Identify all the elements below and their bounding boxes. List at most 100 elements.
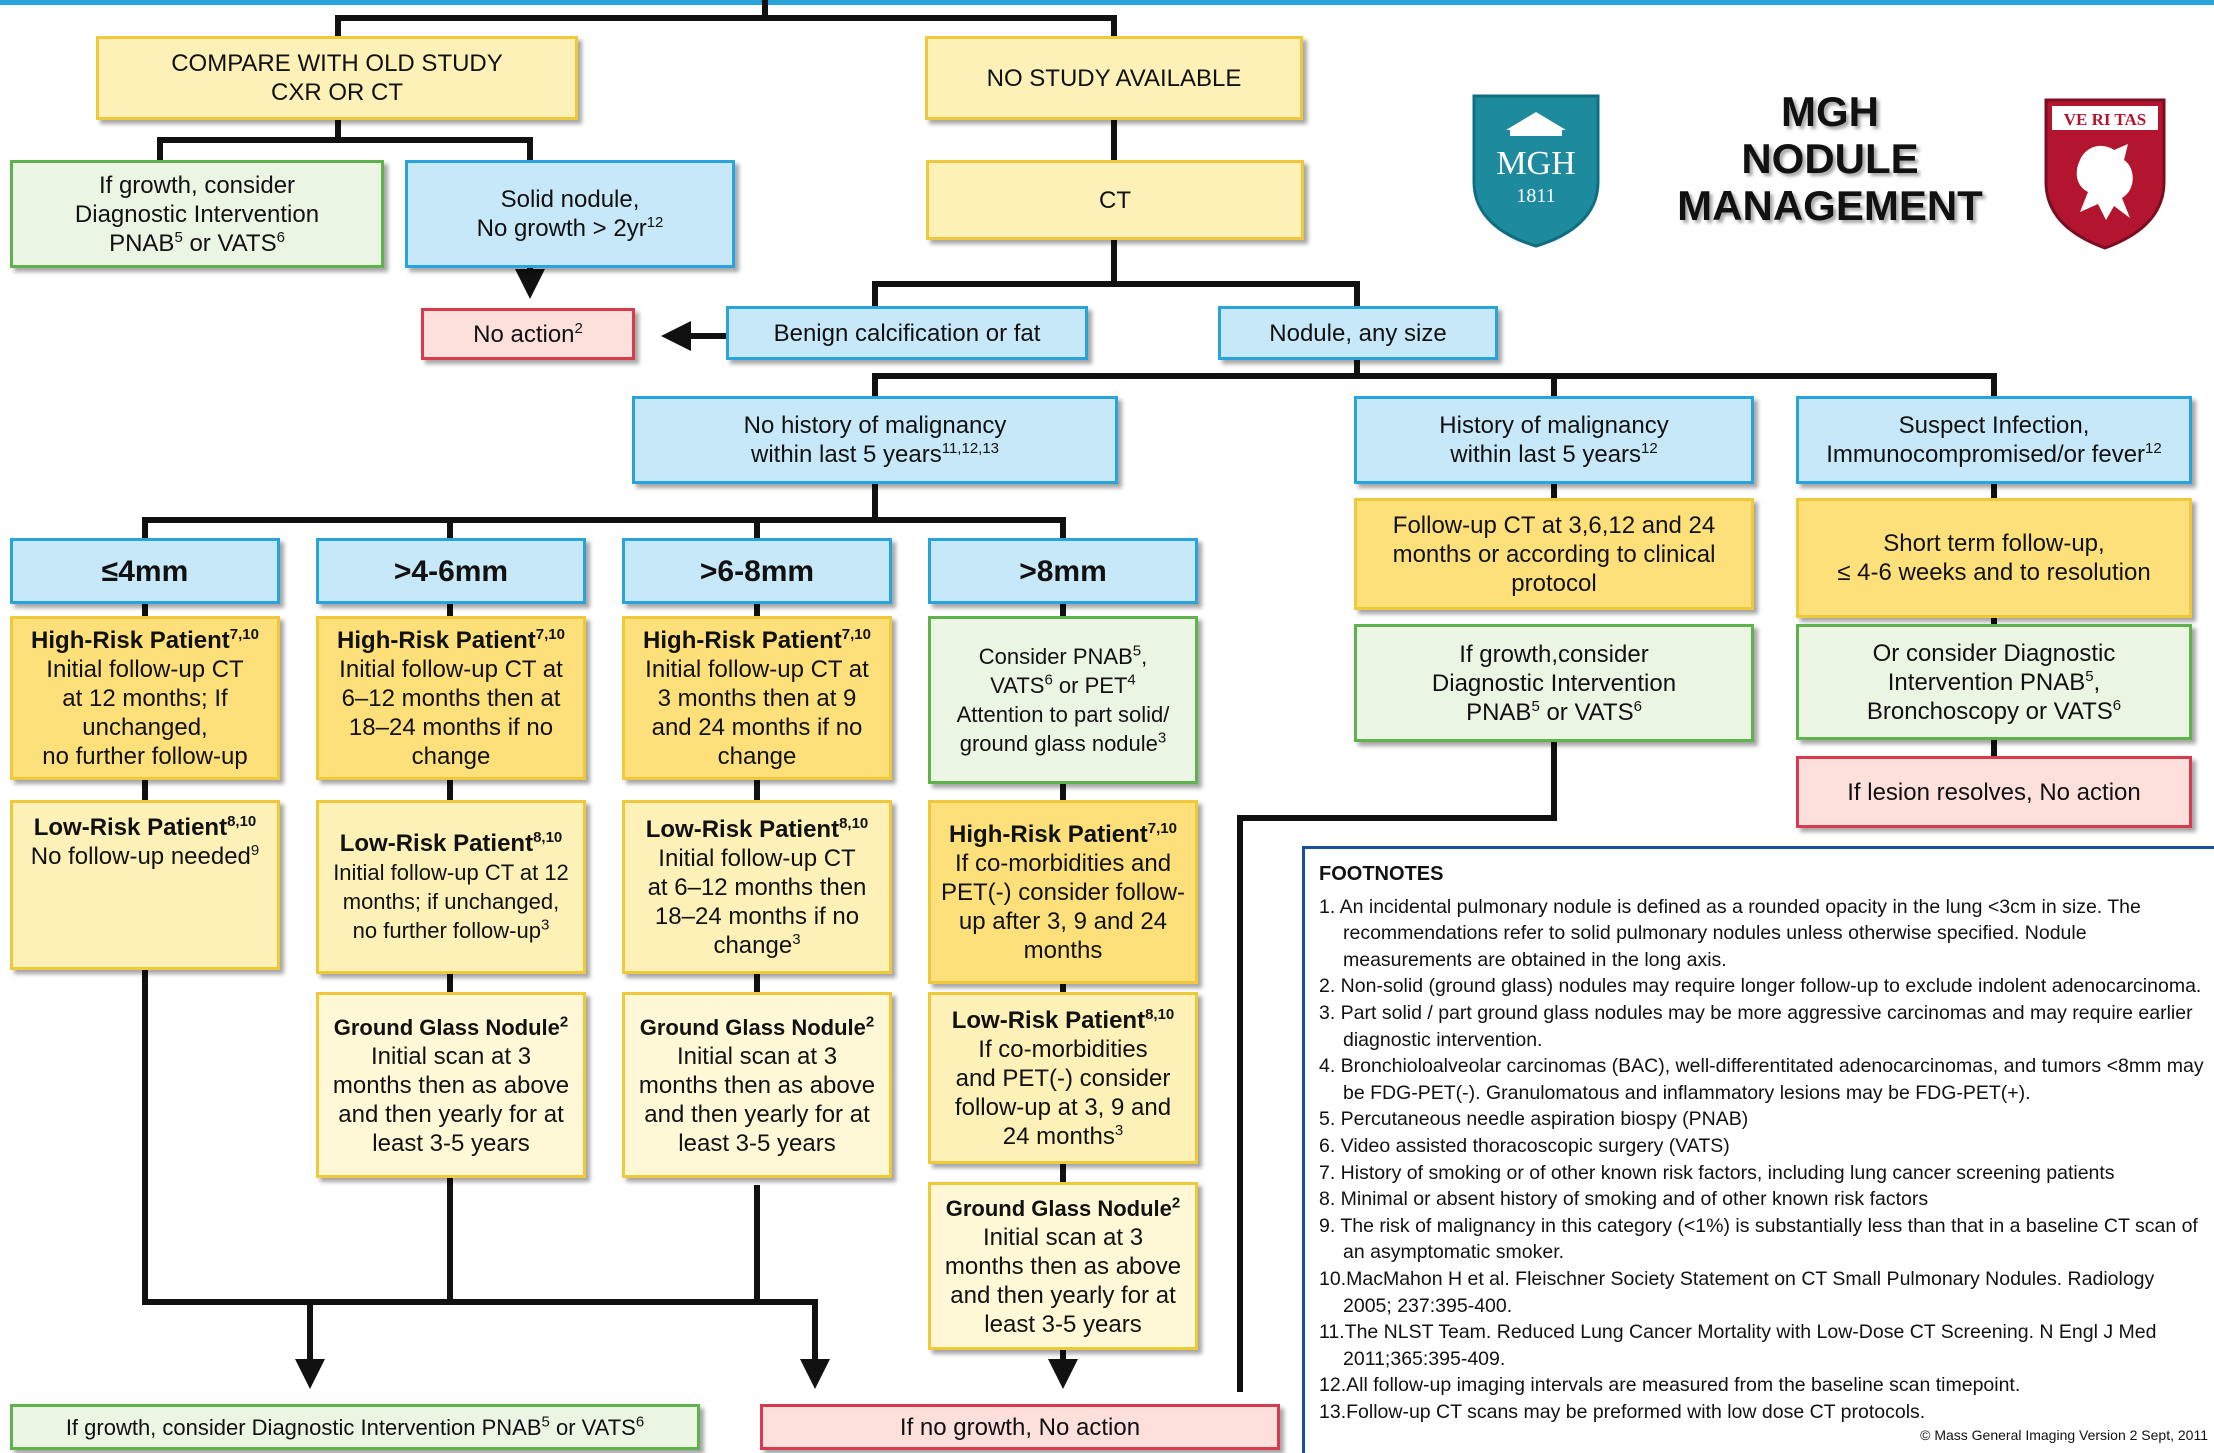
history-follow-line-1: Follow-up CT at 3,6,12 and 24 xyxy=(1392,511,1716,539)
s4-low-risk-box: Low-Risk Patient8,10 No follow-up needed… xyxy=(10,800,280,970)
infection-consider-line-1: Or consider Diagnostic xyxy=(1872,639,2116,667)
s6-high-title: High-Risk Patient7,10 xyxy=(337,626,565,655)
comma: , xyxy=(1141,644,1148,669)
s6-high-risk-box: High-Risk Patient7,10 Initial follow-up … xyxy=(316,616,586,780)
no-study-text: NO STUDY AVAILABLE xyxy=(986,64,1242,92)
footnote-item: 2. Non-solid (ground glass) nodules may … xyxy=(1319,975,2202,998)
s9-high-line: PET(-) consider follow- xyxy=(940,878,1186,906)
infection-consider-text-2: Bronchoscopy or VATS xyxy=(1866,697,2113,725)
s8-high-risk-box: High-Risk Patient7,10 Initial follow-up … xyxy=(622,616,892,780)
s9-high-line: If co-morbidities and xyxy=(954,849,1172,877)
no-history-line-2: within last 5 years11,12,13 xyxy=(751,440,999,469)
lesion-resolves-box: If lesion resolves, No action xyxy=(1796,756,2192,828)
size-header-text: ≤4mm xyxy=(101,554,189,588)
s4-high-line: Initial follow-up CT xyxy=(46,655,244,683)
compare-old-study-box: COMPARE WITH OLD STUDY CXR OR CT xyxy=(96,36,578,120)
chart-title: MGH NODULE MANAGEMENT xyxy=(1660,88,2000,229)
history-follow-line-3: protocol xyxy=(1511,569,1597,597)
sup: 5 xyxy=(1132,642,1142,660)
sup: 2 xyxy=(574,319,583,337)
history-line-2: within last 5 years12 xyxy=(1450,440,1657,469)
no-history-malignancy-box: No history of malignancy within last 5 y… xyxy=(632,396,1118,484)
infection-consider-box: Or consider Diagnostic Intervention PNAB… xyxy=(1796,624,2192,740)
infection-line-2: Immunocompromised/or fever12 xyxy=(1826,440,2161,469)
footnote-item: 8. Minimal or absent history of smoking … xyxy=(1319,1188,1929,1211)
benign-calcification-box: Benign calcification or fat xyxy=(726,306,1088,360)
s8-low-risk-box: Low-Risk Patient8,10 Initial follow-up C… xyxy=(622,800,892,974)
high-risk-title: High-Risk Patient xyxy=(949,820,1148,848)
low-risk-title: Low-Risk Patient xyxy=(951,1006,1146,1034)
s6-low-title: Low-Risk Patient8,10 xyxy=(340,829,563,858)
nodule-any-size-box: Nodule, any size xyxy=(1218,306,1498,360)
sup: 3 xyxy=(792,930,801,948)
s8-low-line: at 6–12 months then xyxy=(647,873,867,901)
solid-line-2: No growth > 2yr12 xyxy=(477,214,664,243)
growth-pnab: PNAB xyxy=(109,229,175,257)
history-growth-line-2: Diagnostic Intervention xyxy=(1431,669,1677,697)
size-header-4mm: ≤4mm xyxy=(10,538,280,604)
s6-gg-line: and then yearly for at xyxy=(338,1100,564,1128)
s4-low-text: No follow-up needed xyxy=(30,843,251,870)
s9-high-line: up after 3, 9 and 24 xyxy=(958,907,1168,935)
copyright-text: © Mass General Imaging Version 2 Sept, 2… xyxy=(1920,1427,2208,1444)
title-line-3: MANAGEMENT xyxy=(1677,182,1983,229)
sup: 7,10 xyxy=(535,625,565,643)
infection-consider-text: Intervention PNAB xyxy=(1887,668,2086,696)
s9-consider-line-4: ground glass nodule3 xyxy=(960,729,1167,758)
sup: 2 xyxy=(865,1013,875,1031)
sup: 12 xyxy=(646,214,664,231)
s6-gg-line: least 3-5 years xyxy=(372,1129,530,1157)
s8-low-line: 18–24 months if no xyxy=(654,902,860,930)
mgh-logo-year: 1811 xyxy=(1516,185,1555,207)
s9-low-title: Low-Risk Patient8,10 xyxy=(952,1006,1175,1035)
footnote-item: 12.All follow-up imaging intervals are m… xyxy=(1319,1374,2021,1397)
solid-text: No growth > 2yr xyxy=(476,215,647,242)
s6-gg-title: Ground Glass Nodule2 xyxy=(334,1013,568,1042)
s6-gg-line: months then as above xyxy=(332,1071,570,1099)
s8-low-last-text: change xyxy=(713,931,793,959)
s8-gg-title: Ground Glass Nodule2 xyxy=(640,1013,874,1042)
s9-low-last: 24 months3 xyxy=(1003,1122,1123,1151)
footnote-item: 6. Video assisted thoracoscopic surgery … xyxy=(1319,1134,1730,1157)
sup: 5 xyxy=(174,228,183,246)
s8-high-line: change xyxy=(717,742,797,770)
s8-gg-line: months then as above xyxy=(638,1071,876,1099)
s8-high-title: High-Risk Patient7,10 xyxy=(643,626,871,655)
bottom-growth-line: If growth, consider Diagnostic Intervent… xyxy=(66,1413,644,1442)
size-header-text: >4-6mm xyxy=(393,554,509,588)
infection-line-1: Suspect Infection, xyxy=(1898,412,2090,439)
compare-line-1: COMPARE WITH OLD STUDY xyxy=(171,50,503,77)
bottom-growth-box: If growth, consider Diagnostic Intervent… xyxy=(10,1404,700,1450)
size-header-6-8mm: >6-8mm xyxy=(622,538,892,604)
infection-short-line-2: ≤ 4-6 weeks and to resolution xyxy=(1837,559,2151,586)
sup: 5 xyxy=(1531,697,1540,715)
suspect-infection-box: Suspect Infection, Immunocompromised/or … xyxy=(1796,396,2192,484)
sup: 12 xyxy=(2145,440,2162,457)
consider-pnab: Consider PNAB xyxy=(978,644,1133,669)
ground-glass-title: Ground Glass Nodule xyxy=(945,1195,1172,1221)
high-risk-title: High-Risk Patient xyxy=(31,626,230,654)
size-header-text: >6-8mm xyxy=(699,554,815,588)
s9-low-line: If co-morbidities xyxy=(978,1035,1148,1063)
mgh-shield-logo: MGH 1811 xyxy=(1472,94,1600,248)
s9-high-risk-box: High-Risk Patient7,10 If co-morbidities … xyxy=(928,800,1198,984)
s4-high-line: no further follow-up xyxy=(42,742,248,770)
footnote-item: 5. Percutaneous needle aspiration biospy… xyxy=(1319,1108,1749,1131)
s9-consider-box: Consider PNAB5, VATS6 or PET4 Attention … xyxy=(928,616,1198,784)
sup: 8,10 xyxy=(1145,1005,1175,1023)
history-line-1: History of malignancy xyxy=(1439,412,1669,439)
bottom-growth-vats: or VATS xyxy=(549,1414,636,1440)
no-action-box: No action2 xyxy=(421,308,635,360)
sup: 7,10 xyxy=(841,625,871,643)
s6-high-line: Initial follow-up CT at xyxy=(339,655,563,683)
footnote-item: 10.MacMahon H et al. Fleischner Society … xyxy=(1319,1267,2155,1317)
s8-low-last: change3 xyxy=(713,931,800,960)
high-risk-title: High-Risk Patient xyxy=(337,626,536,654)
infection-text: Immunocompromised/or fever xyxy=(1826,441,2146,468)
ct-box: CT xyxy=(926,160,1304,240)
s9-low-risk-box: Low-Risk Patient8,10 If co-morbidities a… xyxy=(928,992,1198,1164)
compare-line-2: CXR OR CT xyxy=(271,79,403,106)
s4-high-risk-box: High-Risk Patient7,10 Initial follow-up … xyxy=(10,616,280,780)
s9-consider-line-3: Attention to part solid/ xyxy=(956,702,1170,727)
s9-consider-line-2: VATS6 or PET4 xyxy=(990,671,1135,700)
